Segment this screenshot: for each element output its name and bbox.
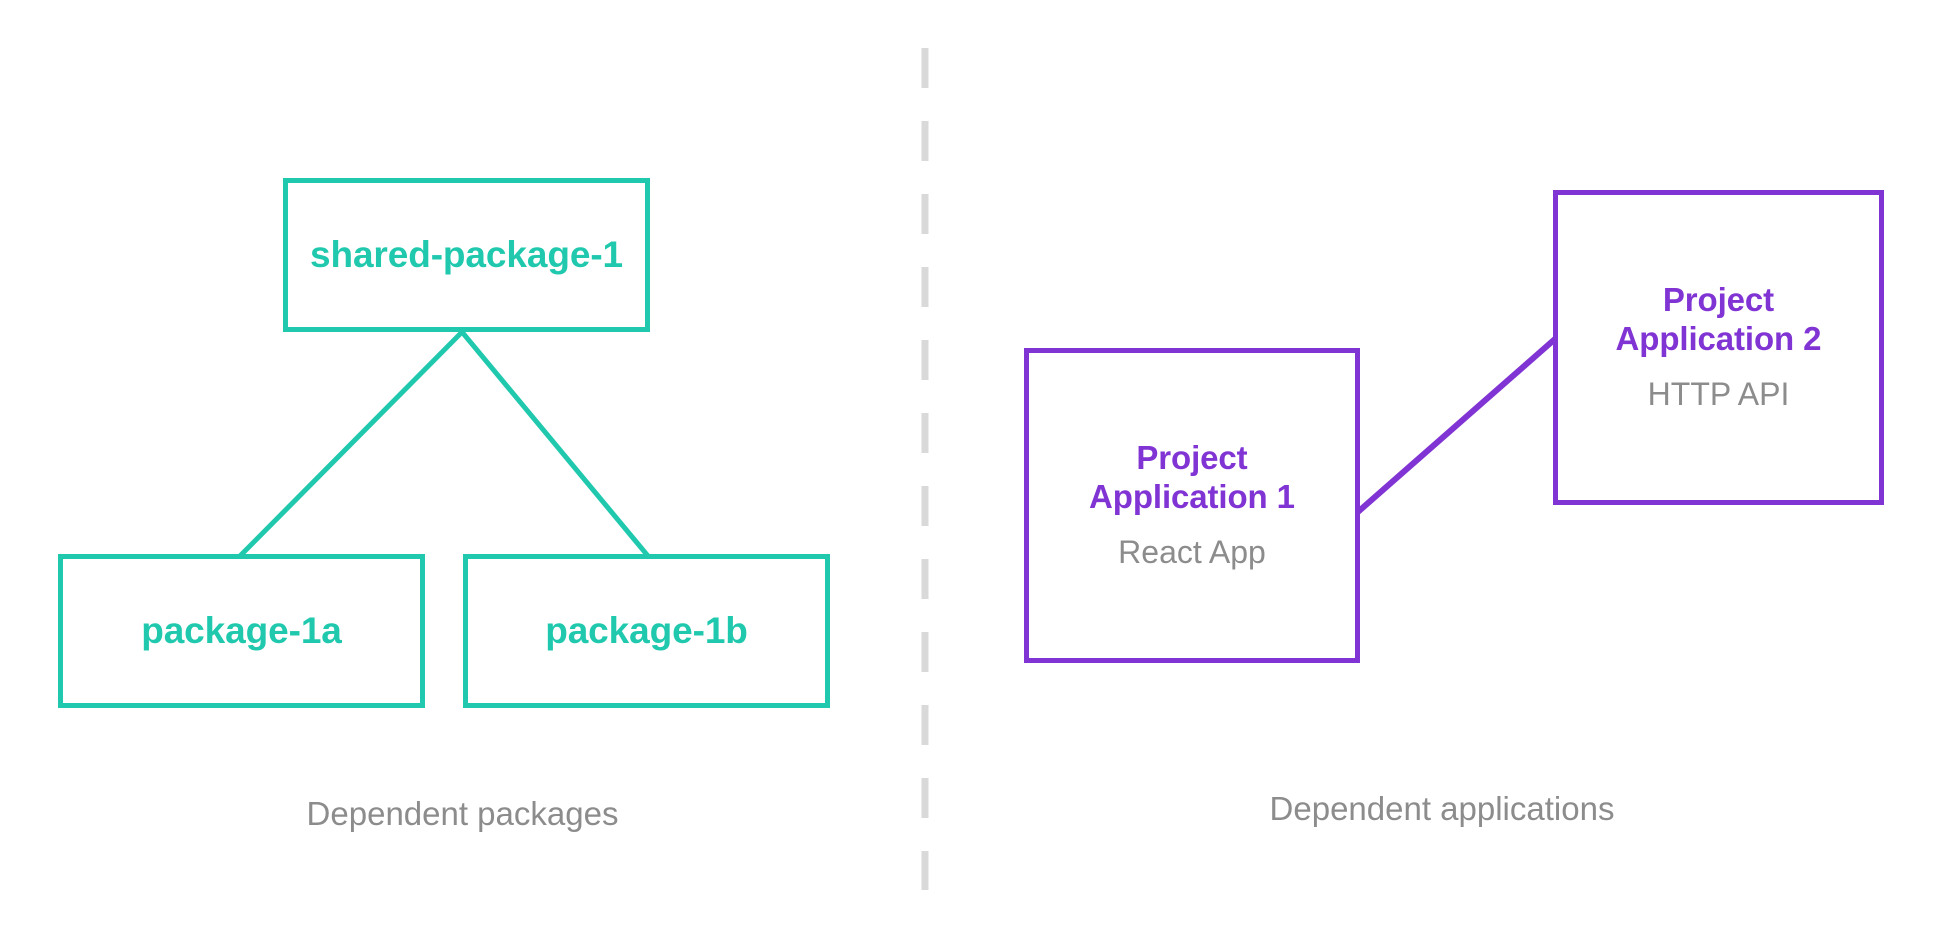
node-project-application-1[interactable]: Project Application 1 React App xyxy=(1024,348,1360,663)
edge-shared-package-1-to-package-1a xyxy=(236,328,466,560)
node-project-application-2-subtitle: HTTP API xyxy=(1647,376,1790,413)
caption-dependent-packages: Dependent packages xyxy=(306,795,619,832)
node-package-1a-label: package-1a xyxy=(141,610,342,652)
node-package-1b-label: package-1b xyxy=(545,610,748,652)
node-package-1a[interactable]: package-1a xyxy=(58,554,425,708)
node-project-application-2-title: Project Application 2 xyxy=(1615,281,1822,358)
edge-shared-package-1-to-package-1b xyxy=(458,328,652,560)
caption-dependent-applications: Dependent applications xyxy=(1269,790,1615,827)
node-project-application-1-subtitle: React App xyxy=(1118,534,1266,571)
node-project-application-1-title: Project Application 1 xyxy=(1089,439,1295,516)
node-project-application-2[interactable]: Project Application 2 HTTP API xyxy=(1553,190,1884,505)
node-shared-package-1-label: shared-package-1 xyxy=(309,234,624,276)
node-shared-package-1[interactable]: shared-package-1 xyxy=(283,178,650,332)
edge-application-1-to-application-2 xyxy=(1354,334,1560,516)
node-package-1b[interactable]: package-1b xyxy=(463,554,830,708)
